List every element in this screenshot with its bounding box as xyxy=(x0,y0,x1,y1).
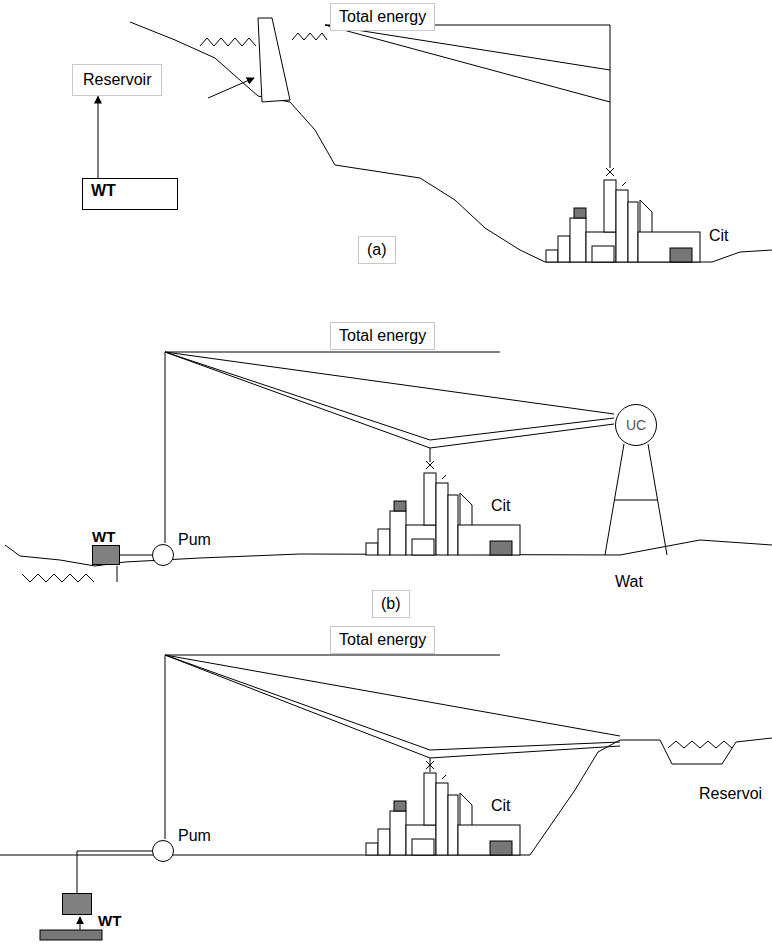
inflow-arrow xyxy=(80,917,81,930)
city-buildings xyxy=(366,761,520,855)
node-label: Pum xyxy=(178,531,211,549)
pump-symbol: Pum xyxy=(152,544,174,566)
terrain xyxy=(0,738,772,855)
node-label: Reservoir xyxy=(83,71,151,89)
part-label: Wat xyxy=(612,572,646,592)
energy-line xyxy=(325,25,610,168)
panel-label: Total energy xyxy=(330,322,435,350)
node-label: WT xyxy=(91,182,169,200)
pipe-connector xyxy=(120,555,152,556)
water-surface xyxy=(200,38,256,46)
node-label: UC xyxy=(626,417,646,433)
pump-symbol: Pum xyxy=(152,840,174,862)
panel-label: (b) xyxy=(372,590,410,618)
dam xyxy=(258,18,290,102)
treatment-box: WT xyxy=(82,178,178,210)
treatment-box-shape xyxy=(62,893,92,915)
panel-label: (a) xyxy=(358,236,396,264)
part-label: Reservoi xyxy=(696,784,765,804)
node-label: Pum xyxy=(178,827,211,845)
water-surface xyxy=(22,574,94,582)
part-label: Cit xyxy=(706,226,732,246)
city-buildings xyxy=(546,168,700,262)
water-surface xyxy=(292,33,327,40)
part-label: Cit xyxy=(488,796,514,816)
panel-label: Total energy xyxy=(330,626,435,654)
node-label: WT xyxy=(98,912,121,929)
reservoir-label-box: Reservoir xyxy=(72,64,162,96)
part-label: Cit xyxy=(488,496,514,516)
water-tower-legs xyxy=(605,444,667,555)
water-tower-tank: UC xyxy=(615,404,657,446)
city-buildings xyxy=(366,461,520,555)
treatment-plant: WT xyxy=(62,893,121,915)
panel-label: Total energy xyxy=(330,3,435,31)
aquifer-bar xyxy=(40,930,102,940)
treatment-plant: WT xyxy=(92,528,120,565)
pipe-connector xyxy=(77,851,152,893)
water-surface xyxy=(668,741,732,748)
pipe-connector xyxy=(98,96,99,178)
intake-pipe xyxy=(117,566,118,582)
node-label: WT xyxy=(92,528,120,545)
leader-arrow xyxy=(208,78,254,98)
terrain xyxy=(130,22,772,262)
treatment-box-shape xyxy=(92,545,120,565)
